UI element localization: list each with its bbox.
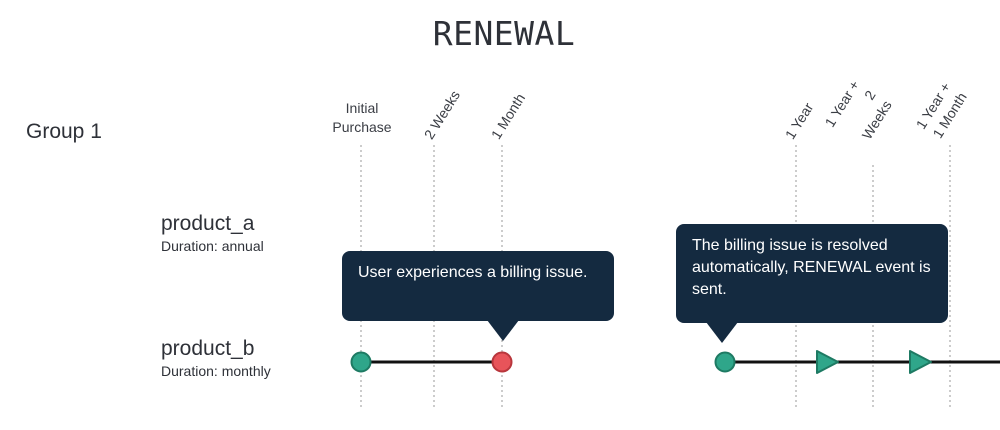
callout-billing-issue: User experiences a billing issue. (342, 251, 614, 341)
callout-resolved: The billing issue is resolved automatica… (676, 224, 948, 343)
callout-pointer (487, 320, 519, 341)
product-name: product_a (161, 212, 255, 235)
event-billing-issue (491, 351, 513, 373)
group-label: Group 1 (26, 120, 102, 143)
diagram-title: RENEWAL (432, 14, 576, 53)
callout-text: The billing issue is resolved automatica… (692, 237, 931, 298)
event-renewal-1 (816, 350, 839, 374)
event-initial-purchase (350, 351, 372, 373)
event-resolved (714, 351, 736, 373)
product-duration: Duration: annual (161, 238, 264, 254)
event-renewal-2 (909, 350, 932, 374)
callout-pointer (706, 322, 738, 343)
product-a-label: product_a Duration: annual (161, 211, 264, 255)
callout-text: User experiences a billing issue. (358, 264, 588, 281)
product-b-label: product_b Duration: monthly (161, 336, 271, 380)
product-name: product_b (161, 337, 255, 360)
product-duration: Duration: monthly (161, 363, 271, 379)
